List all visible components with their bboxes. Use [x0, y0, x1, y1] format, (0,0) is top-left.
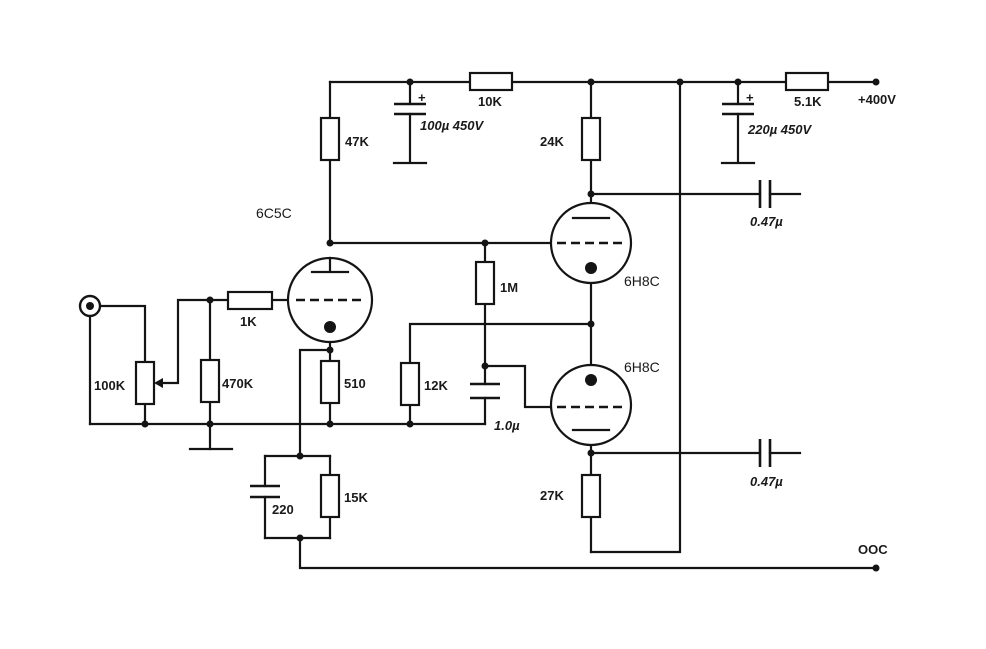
capacitor-100u — [392, 102, 428, 165]
label-100k: 100K — [94, 378, 126, 393]
capacitor-out-bottom — [758, 439, 772, 467]
pot-wiper-arrow — [154, 378, 163, 388]
labels: 6C5C 6H8C 6H8C 10K 5.1K 47K 24K 1K 1M 10… — [94, 90, 896, 557]
label-47k: 47K — [345, 134, 369, 149]
input-jack — [78, 294, 102, 318]
resistor-1k — [226, 290, 274, 311]
resistor-47k — [319, 116, 341, 162]
resistor-470k — [199, 358, 221, 404]
resistors — [134, 71, 830, 519]
capacitor-out-top — [758, 180, 772, 208]
resistor-10k — [468, 71, 514, 92]
label-220u: 220µ 450V — [747, 122, 812, 137]
tube-6h8c-lower-symbol — [549, 363, 633, 447]
label-12k: 12K — [424, 378, 448, 393]
label-feedback: OOC — [858, 542, 888, 557]
label-27k: 27K — [540, 488, 564, 503]
resistor-1m — [474, 260, 496, 306]
capacitor-220 — [250, 484, 280, 499]
label-1m: 1M — [500, 280, 518, 295]
label-100u: 100µ 450V — [420, 118, 484, 133]
resistor-27k — [580, 473, 602, 519]
capacitor-220u — [720, 102, 756, 165]
label-5k1: 5.1K — [794, 94, 822, 109]
label-047u-bottom: 0.47µ — [750, 474, 783, 489]
label-510: 510 — [344, 376, 366, 391]
polarity-mark-100u: + — [418, 90, 426, 105]
capacitor-1u — [470, 382, 500, 400]
tube-6h8c-upper-symbol — [549, 201, 633, 285]
polarity-mark-220u: + — [746, 90, 754, 105]
resistor-15k — [319, 473, 341, 519]
label-15k: 15K — [344, 490, 368, 505]
tube-label-6h8c-upper: 6H8C — [624, 273, 660, 289]
tube-6c5c-symbol — [286, 256, 374, 344]
label-24k: 24K — [540, 134, 564, 149]
capacitors — [250, 102, 772, 499]
label-1u: 1.0µ — [494, 418, 520, 433]
label-220: 220 — [272, 502, 294, 517]
label-470k: 470K — [222, 376, 254, 391]
resistor-510 — [319, 359, 341, 405]
label-047u-top: 0.47µ — [750, 214, 783, 229]
label-supply: +400V — [858, 92, 896, 107]
resistor-12k — [399, 361, 421, 407]
resistor-24k — [580, 116, 602, 162]
tube-label-6h8c-lower: 6H8C — [624, 359, 660, 375]
tube-label-6c5c: 6C5C — [256, 205, 292, 221]
resistor-5k1 — [784, 71, 830, 92]
label-10k: 10K — [478, 94, 502, 109]
potentiometer-100k — [134, 360, 156, 406]
label-1k: 1K — [240, 314, 257, 329]
junction-dots — [141, 78, 880, 572]
wiring — [88, 80, 878, 570]
